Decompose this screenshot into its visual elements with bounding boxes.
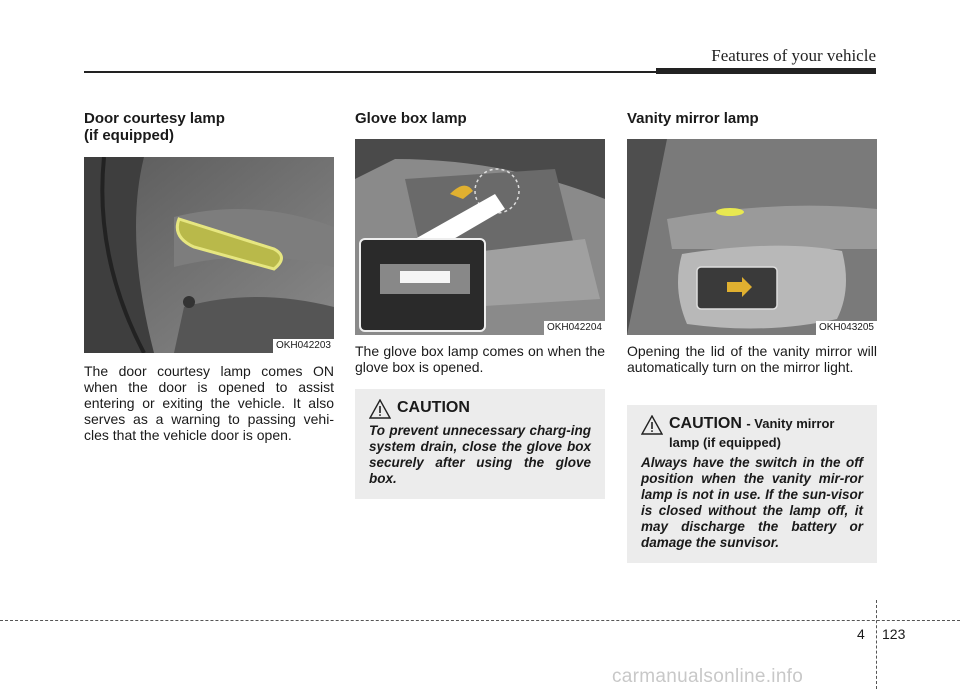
caution-subtitle: - Vanity mirror <box>746 416 835 431</box>
vanity-mirror-photo: OKH043205 <box>627 139 877 335</box>
title-line-2: (if equipped) <box>84 127 174 144</box>
caution-box: CAUTION To prevent unnecessary charg-ing… <box>355 389 605 499</box>
section-title: Door courtesy lamp (if equipped) <box>84 110 334 144</box>
chapter-number: 4 <box>857 626 865 642</box>
footer-rule <box>0 620 960 621</box>
section-title: Glove box lamp <box>355 110 467 127</box>
caution-text: To prevent unnecessary charg-ing system … <box>369 423 591 486</box>
section-body: The glove box lamp comes on when the glo… <box>355 343 605 375</box>
header-rule-accent <box>656 68 876 74</box>
header-rule <box>84 71 876 73</box>
glove-box-photo: OKH042204 <box>355 139 605 335</box>
figure-code: OKH043205 <box>815 321 877 335</box>
door-panel-illustration <box>84 157 334 353</box>
section-door-courtesy-lamp: Door courtesy lamp (if equipped) OKH0422… <box>84 110 334 443</box>
warning-triangle-icon <box>369 399 391 419</box>
caution-title: CAUTION <box>397 399 470 416</box>
figure-code: OKH042204 <box>543 321 605 335</box>
caution-text: Always have the switch in the off positi… <box>641 455 863 550</box>
section-glove-box-lamp: Glove box lamp OKH042204 The glove box l… <box>355 110 605 499</box>
sunvisor-illustration <box>627 139 877 335</box>
header-title: Features of your vehicle <box>711 46 876 65</box>
footer-divider <box>876 600 877 689</box>
glove-box-illustration <box>355 139 605 335</box>
door-lamp-photo: OKH042203 <box>84 157 334 353</box>
warning-triangle-icon <box>641 415 663 435</box>
section-vanity-mirror-lamp: Vanity mirror lamp OKH043205 Opening the… <box>627 110 877 563</box>
caution-title: CAUTION <box>669 415 742 432</box>
title-line-1: Door courtesy lamp <box>84 110 225 127</box>
section-title: Vanity mirror lamp <box>627 110 759 127</box>
page-number: 123 <box>882 626 906 642</box>
figure-code: OKH042203 <box>272 339 334 353</box>
caution-box: CAUTION - Vanity mirror lamp (if equippe… <box>627 405 877 563</box>
watermark: carmanualsonline.info <box>612 666 804 687</box>
section-body: Opening the lid of the vanity mirror wil… <box>627 343 877 375</box>
caution-subtitle-line-2: lamp (if equipped) <box>669 435 781 450</box>
section-body: The door courtesy lamp comes ON when the… <box>84 363 334 443</box>
